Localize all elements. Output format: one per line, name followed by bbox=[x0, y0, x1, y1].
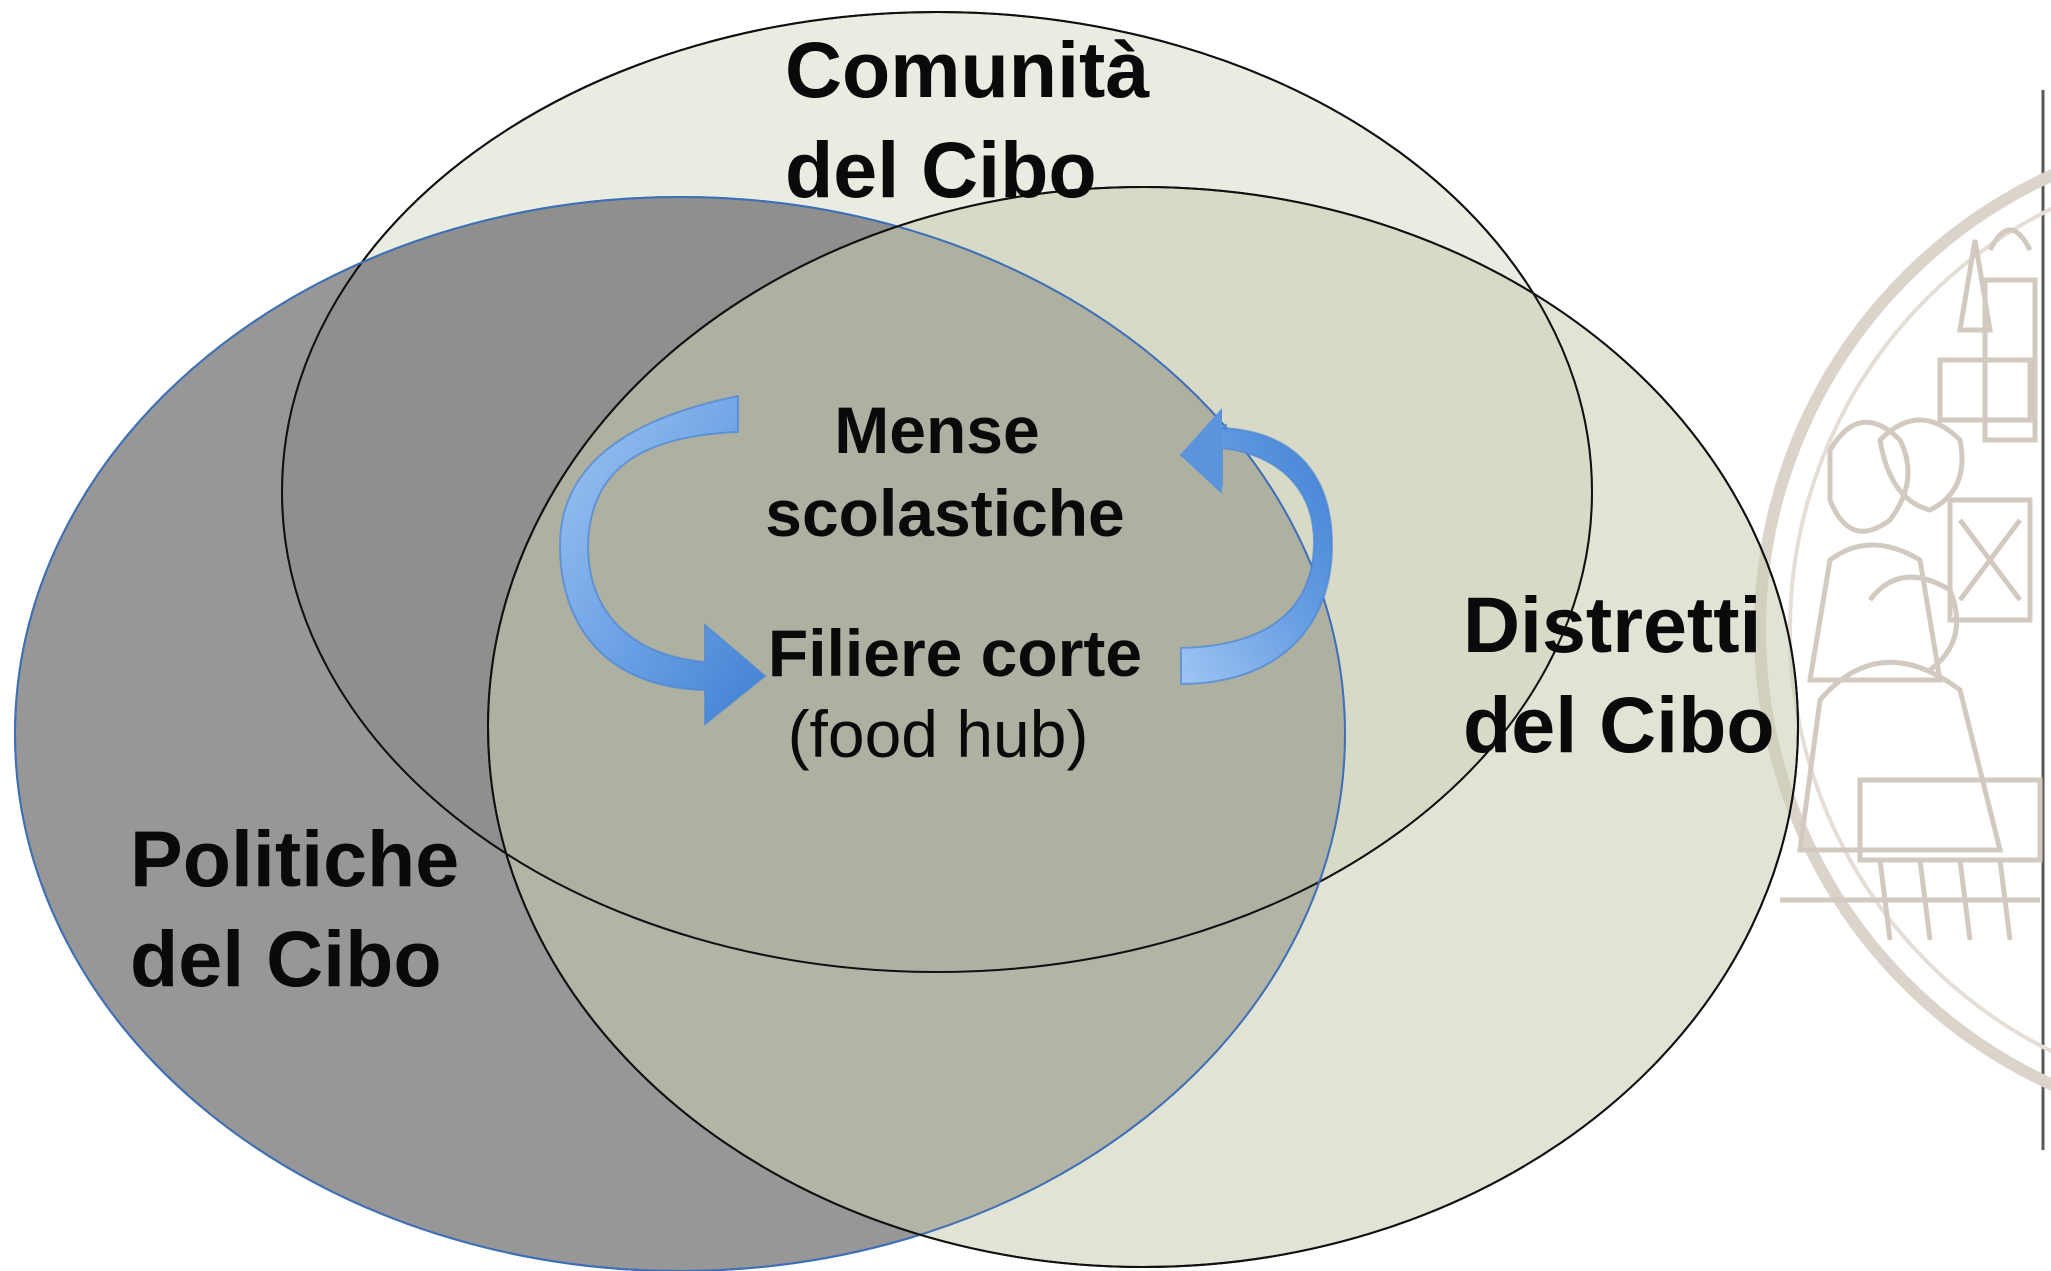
distretti-label-line2: del Cibo bbox=[1463, 680, 1775, 769]
cycle-arrow-left-icon bbox=[558, 394, 767, 727]
filiere-label-line2: (food hub) bbox=[788, 697, 1089, 771]
mense-label-line2: scolastiche bbox=[765, 476, 1125, 550]
filiere-label-line1: Filiere corte bbox=[768, 616, 1142, 690]
cycle-arrow-right-icon bbox=[1179, 408, 1334, 686]
distretti-label-line1: Distretti bbox=[1463, 580, 1762, 669]
politiche-label-line2: del Cibo bbox=[130, 914, 442, 1003]
ellipse-outlines bbox=[14, 11, 1799, 1271]
mense-label-line1: Mense bbox=[834, 393, 1039, 467]
politiche-label-line1: Politiche bbox=[130, 814, 459, 903]
comunita-label-line2: del Cibo bbox=[785, 125, 1097, 214]
comunita-label-line1: Comunità bbox=[785, 25, 1150, 114]
university-seal-watermark bbox=[1754, 90, 2051, 1150]
